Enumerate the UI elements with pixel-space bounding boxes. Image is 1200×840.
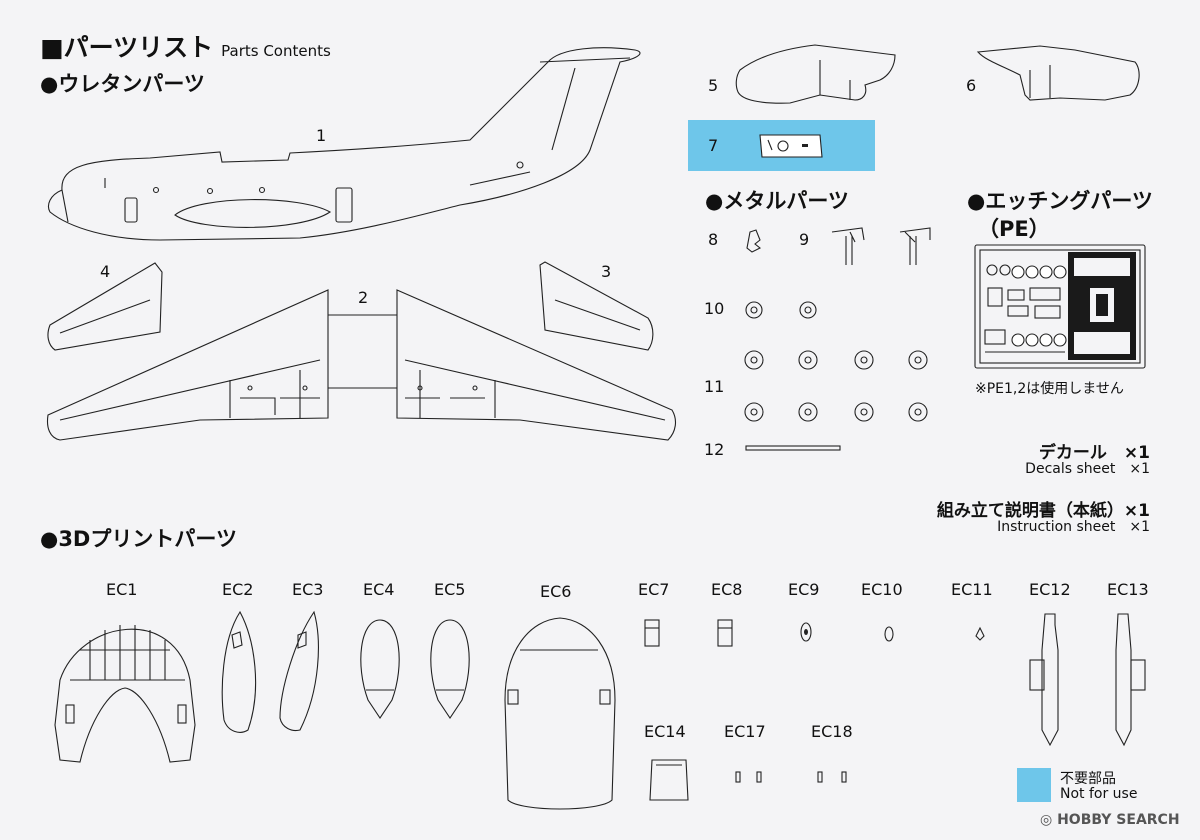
section-etching-pe: （PE） — [978, 217, 1050, 241]
part6-drawing — [976, 45, 1140, 101]
ec12-label: EC12 — [1029, 580, 1071, 599]
ec4-drawing — [360, 619, 400, 719]
ec11-label: EC11 — [951, 580, 993, 599]
decals-label-jp: デカール ×1 — [1038, 443, 1150, 463]
part7-drawing — [759, 134, 823, 158]
left-stabilizer-drawing — [47, 262, 163, 351]
legend-swatch — [1017, 768, 1051, 802]
ec10-drawing — [884, 626, 894, 642]
title-en: Parts Contents — [221, 42, 331, 60]
part-number-3: 3 — [601, 262, 612, 281]
right-stabilizer-drawing — [539, 261, 654, 351]
decals-label-en: Decals sheet ×1 — [1025, 461, 1150, 477]
ec2-label: EC2 — [222, 580, 254, 599]
ec3-drawing — [279, 610, 319, 732]
part-number-4: 4 — [100, 262, 111, 281]
part-number-12: 12 — [704, 440, 725, 459]
ec18-label: EC18 — [811, 722, 853, 741]
fuselage-drawing — [47, 47, 641, 241]
pe-note: ※PE1,2は使用しません — [975, 381, 1124, 397]
ec7-drawing — [644, 619, 660, 647]
section-3d-print: ●3Dプリントパーツ — [40, 527, 237, 551]
metal-part8-drawing — [746, 229, 762, 253]
metal-part12-rod — [745, 445, 841, 451]
instructions-label-en: Instruction sheet ×1 — [997, 519, 1150, 535]
part-number-7: 7 — [708, 136, 719, 155]
ec12-drawing — [1029, 613, 1059, 747]
ec18-drawing — [817, 771, 847, 783]
part-number-11: 11 — [704, 377, 725, 396]
title-jp: ■パーツリスト — [40, 33, 214, 62]
part-number-6: 6 — [966, 76, 977, 95]
ec2-drawing — [221, 610, 257, 733]
ec7-label: EC7 — [638, 580, 670, 599]
ec1-label: EC1 — [106, 580, 138, 599]
ec14-drawing — [649, 759, 689, 801]
legend-label-en: Not for use — [1060, 786, 1138, 802]
part-number-1: 1 — [316, 126, 327, 145]
page-title: ■パーツリスト Parts Contents — [40, 28, 331, 64]
part-number-9: 9 — [799, 230, 810, 249]
ec5-label: EC5 — [434, 580, 466, 599]
ec3-label: EC3 — [292, 580, 324, 599]
part5-drawing — [735, 44, 896, 104]
main-wing-drawing — [46, 289, 677, 441]
watermark: ◎ HOBBY SEARCH — [1040, 812, 1180, 828]
ec17-label: EC17 — [724, 722, 766, 741]
part-number-5: 5 — [708, 76, 719, 95]
ec9-label: EC9 — [788, 580, 820, 599]
ec13-label: EC13 — [1107, 580, 1149, 599]
ec13-drawing — [1115, 613, 1146, 747]
ec11-drawing — [975, 626, 985, 641]
ec1-drawing — [54, 625, 196, 763]
watermark-text: HOBBY SEARCH — [1057, 812, 1180, 828]
ec10-label: EC10 — [861, 580, 903, 599]
ec14-label: EC14 — [644, 722, 686, 741]
section-metal: ●メタルパーツ — [705, 189, 849, 213]
photo-etch-sheet — [974, 244, 1146, 369]
metal-part11-wheels — [744, 350, 928, 422]
instructions-label-jp: 組み立て説明書（本紙）×1 — [936, 501, 1150, 521]
metal-part10-wheels — [745, 301, 817, 319]
part-number-10: 10 — [704, 299, 725, 318]
section-urethane: ●ウレタンパーツ — [40, 72, 205, 96]
ec17-drawing — [735, 771, 762, 783]
ec8-label: EC8 — [711, 580, 743, 599]
ec9-drawing — [800, 622, 812, 642]
legend-label-jp: 不要部品 — [1060, 771, 1116, 787]
ec6-drawing — [504, 617, 616, 810]
metal-part9-drawing — [831, 227, 931, 265]
ec6-label: EC6 — [540, 582, 572, 601]
ec8-drawing — [717, 619, 733, 647]
watermark-logo-icon: ◎ — [1040, 812, 1058, 828]
ec4-label: EC4 — [363, 580, 395, 599]
ec5-drawing — [430, 619, 470, 719]
part-number-8: 8 — [708, 230, 719, 249]
part-number-2: 2 — [358, 288, 369, 307]
section-etching: ●エッチングパーツ — [967, 189, 1153, 213]
